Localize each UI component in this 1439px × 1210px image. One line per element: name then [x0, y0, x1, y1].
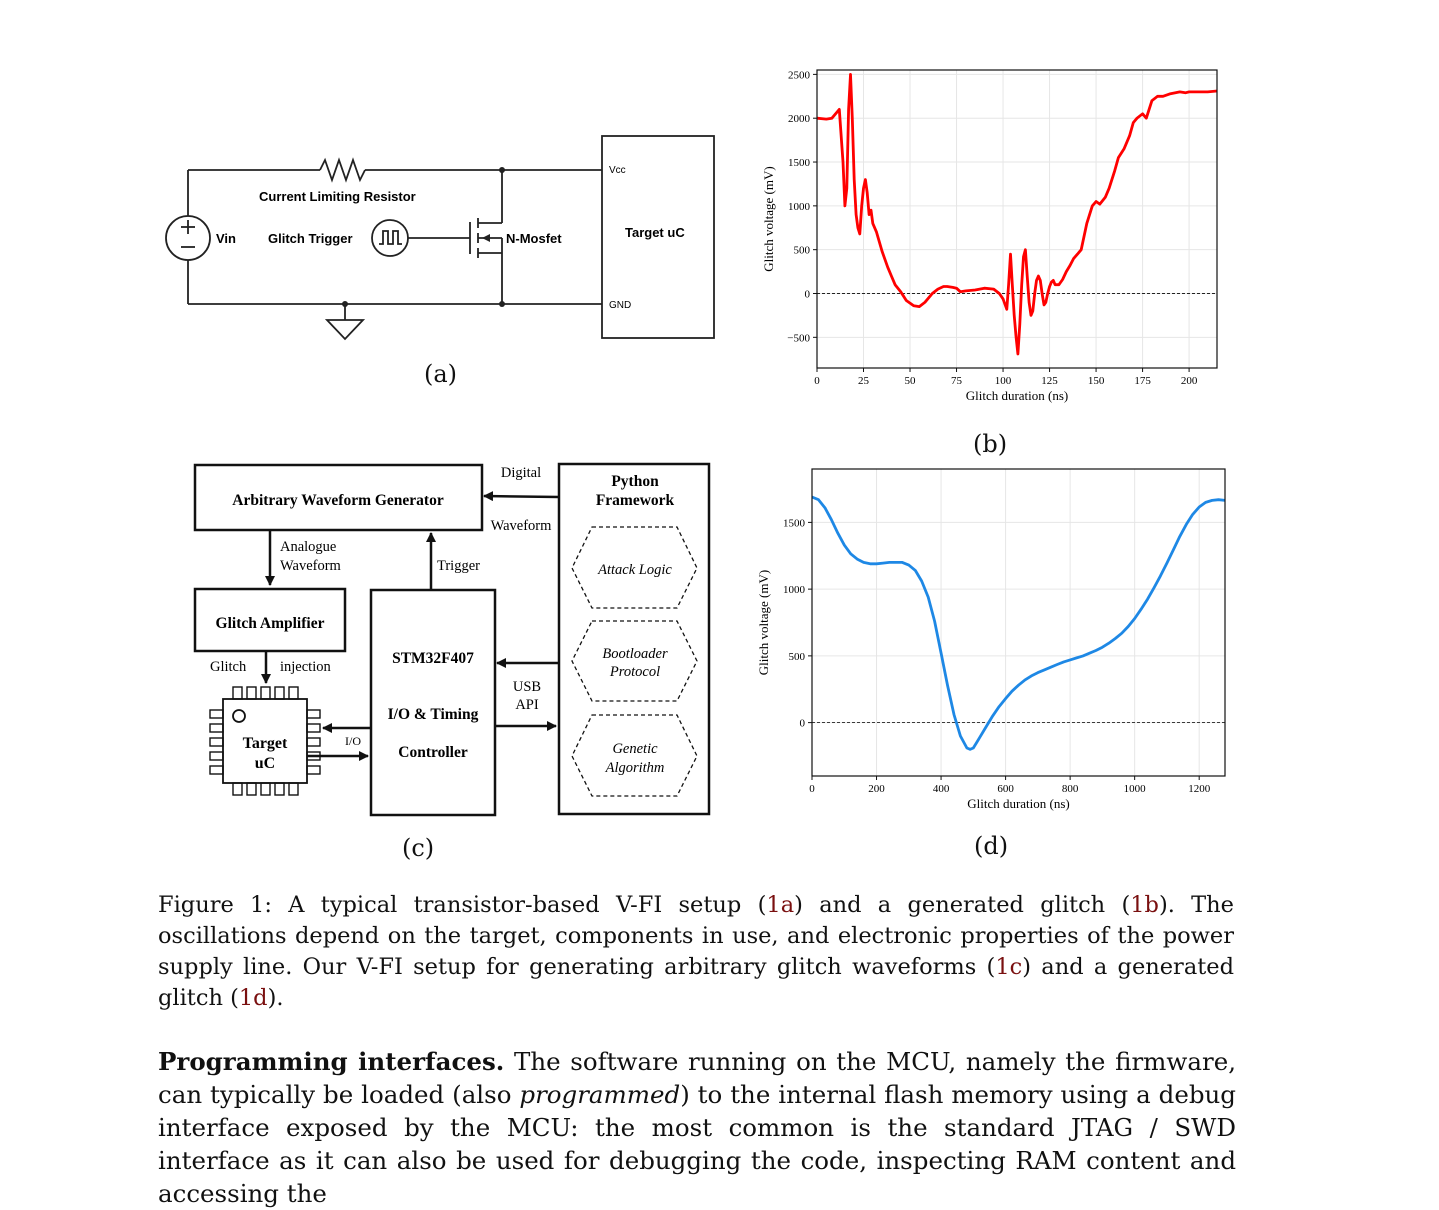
y-axis-label: Glitch voltage (mV) — [756, 570, 771, 675]
y-tick-label: −500 — [787, 332, 810, 344]
x-tick-label: 1000 — [1124, 783, 1147, 795]
x-tick-label: 50 — [905, 375, 917, 387]
genetic-label-2: Algorithm — [605, 760, 665, 776]
x-tick-label: 400 — [933, 783, 950, 795]
plot-frame — [811, 468, 1226, 777]
waveform-label: Waveform — [491, 518, 553, 534]
figure-caption: Figure 1: A typical transistor-based V-F… — [158, 892, 1234, 1011]
series-line — [816, 73, 1218, 356]
y-axis-label: Glitch voltage (mV) — [761, 166, 776, 271]
bootloader-label-2: Protocol — [609, 664, 660, 680]
subfigure-label-c: (c) — [402, 834, 435, 862]
paragraph-heading: Programming interfaces. — [158, 1047, 505, 1076]
series-line — [811, 495, 1226, 751]
glitch-label: Glitch — [210, 659, 247, 675]
block-diagram: Arbitrary Waveform Generator Digital Wav… — [193, 462, 711, 817]
x-tick-label: 800 — [1062, 783, 1079, 795]
target-label: Target uC — [625, 225, 685, 240]
y-tick-label: 500 — [794, 245, 811, 257]
y-tick-label: 0 — [800, 718, 806, 730]
x-tick-label: 150 — [1088, 375, 1105, 387]
stm-label-1: STM32F407 — [392, 650, 474, 667]
gnd-label: GND — [609, 300, 631, 311]
target-label-1: Target — [243, 735, 288, 752]
y-tick-label: 1500 — [788, 157, 811, 169]
body-paragraph: Programming interfaces. The software run… — [158, 1047, 1236, 1208]
api-label: API — [515, 697, 539, 713]
x-axis-label: Glitch duration (ns) — [967, 796, 1070, 811]
glitch-chart-b: 0 25 50 75 100 125 150 175 200 −500 0 500 1000 1500 20… — [761, 69, 1218, 403]
analogue-waveform-label: Waveform — [280, 558, 342, 574]
figure-ref-1c[interactable]: 1c — [995, 954, 1023, 980]
awg-label: Arbitrary Waveform Generator — [232, 492, 444, 509]
subfigure-label-a: (a) — [424, 360, 458, 388]
trigger-label: Glitch Trigger — [268, 231, 353, 246]
figure-ref-1d[interactable]: 1d — [238, 985, 268, 1011]
x-tick-label: 200 — [868, 783, 885, 795]
figure-ref-1a[interactable]: 1a — [766, 892, 795, 918]
y-tick-label: 2000 — [788, 113, 811, 125]
target-label-2: uC — [255, 755, 275, 772]
y-tick-label: 1000 — [783, 584, 806, 596]
x-axis-label: Glitch duration (ns) — [966, 388, 1069, 403]
x-tick-label: 200 — [1181, 375, 1198, 387]
circuit-diagram: Vin Current Limiting Resistor Glitch Tri… — [165, 135, 715, 341]
python-label-1: Python — [611, 473, 659, 490]
trigger-label: Trigger — [437, 558, 480, 574]
digital-label: Digital — [501, 465, 541, 481]
analogue-label: Analogue — [280, 539, 336, 555]
x-tick-label: 100 — [995, 375, 1012, 387]
stm-label-2: I/O & Timing — [388, 706, 479, 723]
subfigure-label-d: (d) — [974, 832, 1009, 860]
vin-label: Vin — [216, 231, 236, 246]
plot-frame — [816, 69, 1218, 369]
mosfet-label: N-Mosfet — [506, 231, 562, 246]
y-tick-label: 500 — [789, 651, 806, 663]
stm-label-3: Controller — [398, 744, 468, 761]
io-label: I/O — [345, 734, 361, 748]
amplifier-label: Glitch Amplifier — [216, 615, 325, 632]
vcc-label: Vcc — [609, 165, 626, 176]
y-tick-label: 1500 — [783, 517, 806, 529]
glitch-chart-d: 0 200 400 600 800 1000 1200 0 500 1000 1500Glitch … — [756, 468, 1226, 811]
x-tick-label: 0 — [809, 783, 815, 795]
figure-ref-1b[interactable]: 1b — [1130, 892, 1159, 918]
y-tick-label: 1000 — [788, 201, 811, 213]
genetic-label-1: Genetic — [612, 741, 658, 757]
x-tick-label: 125 — [1041, 375, 1058, 387]
subfigure-label-b: (b) — [973, 430, 1008, 458]
x-tick-label: 75 — [951, 375, 963, 387]
x-tick-label: 175 — [1134, 375, 1151, 387]
usb-label: USB — [513, 679, 541, 695]
x-tick-label: 0 — [814, 375, 820, 387]
y-tick-label: 2500 — [788, 69, 811, 81]
x-tick-label: 600 — [997, 783, 1014, 795]
python-label-2: Framework — [596, 492, 675, 509]
x-tick-label: 25 — [858, 375, 870, 387]
attack-logic-label: Attack Logic — [597, 562, 672, 578]
y-tick-label: 0 — [805, 289, 811, 301]
resistor-label: Current Limiting Resistor — [259, 189, 416, 204]
bootloader-label-1: Bootloader — [602, 646, 668, 662]
injection-label: injection — [280, 659, 331, 675]
x-tick-label: 1200 — [1188, 783, 1211, 795]
